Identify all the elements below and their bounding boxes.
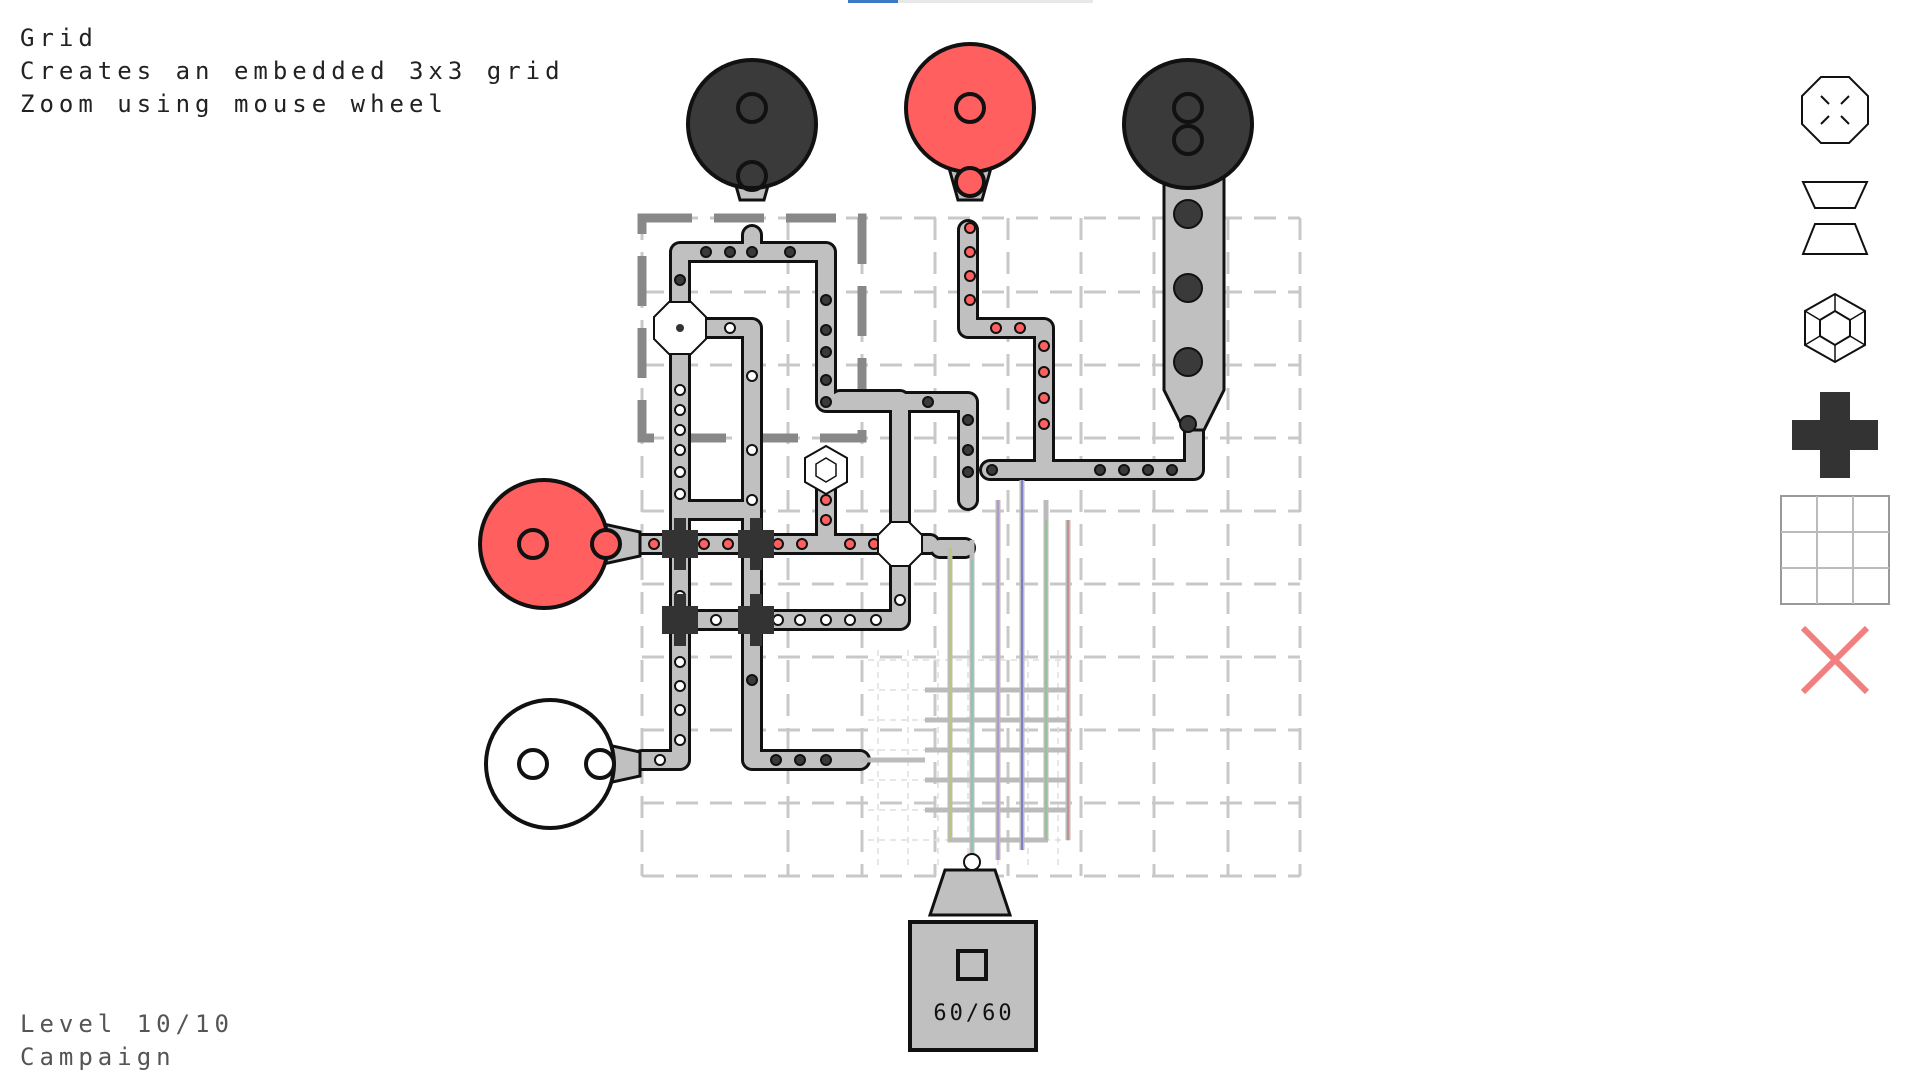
output-goal[interactable]: 60/60: [908, 920, 1038, 1052]
delete-tool[interactable]: [1770, 620, 1900, 700]
level-number: Level 10/10: [20, 1010, 234, 1038]
board-splitter-1[interactable]: [653, 301, 707, 355]
merger-tool[interactable]: [1770, 174, 1900, 264]
source-red-left[interactable]: [478, 478, 610, 610]
source-red-top[interactable]: [904, 42, 1036, 174]
splitter-tool[interactable]: [1770, 70, 1900, 150]
top-tab-highlight: [848, 0, 898, 3]
level-info: Grid Creates an embedded 3x3 grid Zoom u…: [20, 22, 565, 121]
hexagon-sorter-icon: [1804, 292, 1866, 364]
trapezoid-merger-icon: [1801, 181, 1869, 255]
sorter-tool[interactable]: [1770, 288, 1900, 368]
crossings: [662, 518, 774, 646]
board-sorter[interactable]: [804, 444, 848, 496]
board-splitter-2[interactable]: [877, 521, 923, 567]
game-mode: Campaign: [20, 1043, 176, 1071]
level-hint: Zoom using mouse wheel: [20, 90, 448, 118]
grid-tool[interactable]: [1770, 494, 1900, 606]
cross-icon: [1792, 392, 1878, 478]
tool-palette: [1770, 70, 1900, 710]
embedded-output-node: [963, 853, 981, 871]
square-goal-icon: [956, 949, 988, 981]
top-tab-bar[interactable]: [848, 0, 1093, 3]
level-description: Creates an embedded 3x3 grid: [20, 57, 565, 85]
output-counter: 60/60: [933, 1001, 1014, 1026]
level-status: Level 10/10 Campaign: [20, 1008, 234, 1074]
level-title: Grid: [20, 24, 98, 52]
grid-3x3-icon: [1780, 495, 1890, 605]
source-ports: [517, 92, 1204, 780]
crossing-tool[interactable]: [1770, 390, 1900, 480]
close-icon: [1800, 625, 1870, 695]
embedded-lanes: [860, 480, 1071, 860]
belt-items: [648, 199, 1203, 766]
octagon-splitter-icon: [1801, 76, 1869, 144]
